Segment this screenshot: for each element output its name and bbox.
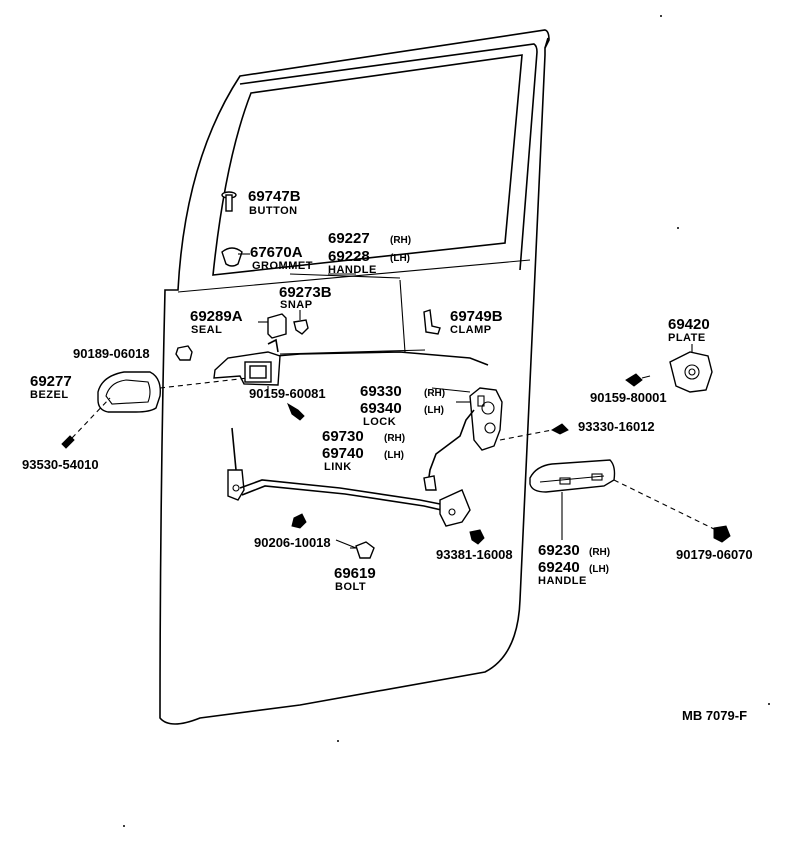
part-number: 69740: [322, 445, 364, 462]
part-number: 69227: [328, 230, 370, 247]
screw-90159-80001: [625, 373, 651, 387]
screw-93530: [61, 397, 111, 449]
part-side: (RH): [424, 388, 445, 399]
striker-plate: [669, 344, 713, 393]
part-number: 69749B: [450, 308, 503, 325]
screw-93381: [469, 529, 485, 545]
inside-handle-assembly: [213, 338, 281, 386]
part-number: 69747B: [248, 188, 301, 205]
button-part: [221, 191, 237, 212]
inside-handle-rod: [227, 273, 489, 366]
part-number: 90159-60081: [249, 386, 326, 401]
part-number: 69420: [668, 316, 710, 333]
part-side: (LH): [424, 405, 444, 416]
part-name: SNAP: [280, 299, 313, 311]
part-number: 67670A: [250, 244, 303, 261]
leader-lines: [238, 253, 471, 549]
link-rod: [227, 427, 471, 527]
part-number: 69289A: [190, 308, 243, 325]
part-number: 93330-16012: [578, 419, 655, 434]
part-number: 69330: [360, 383, 402, 400]
outside-handle: [529, 459, 717, 540]
bezel-part: [97, 371, 249, 413]
part-name: BOLT: [335, 581, 366, 593]
part-number: 69277: [30, 373, 72, 390]
scan-specks: [123, 15, 770, 827]
part-name: CLAMP: [450, 324, 492, 336]
part-side: (LH): [589, 564, 609, 575]
nut-90206: [291, 513, 307, 529]
part-name: SEAL: [191, 324, 222, 336]
part-name: HANDLE: [538, 575, 587, 587]
part-number: 69240: [538, 559, 580, 576]
snap-part: [293, 310, 309, 335]
part-name: HANDLE: [328, 264, 377, 276]
part-number: 90189-06018: [73, 346, 150, 361]
part-name: PLATE: [668, 332, 706, 344]
part-number: 90159-80001: [590, 390, 667, 405]
lock-assembly: [423, 387, 503, 491]
part-number: 93381-16008: [436, 547, 513, 562]
grommet-part: [221, 247, 243, 267]
part-side: (RH): [589, 547, 610, 558]
part-side: (RH): [390, 235, 411, 246]
part-number: 69340: [360, 400, 402, 417]
part-number: 69273B: [279, 284, 332, 301]
part-name: BUTTON: [249, 205, 298, 217]
clip-90179: [713, 525, 731, 543]
part-name: GROMMET: [252, 260, 313, 272]
part-number: 69619: [334, 565, 376, 582]
part-number: 90179-06070: [676, 547, 753, 562]
part-number: 69228: [328, 248, 370, 265]
part-number: 69730: [322, 428, 364, 445]
part-side: (RH): [384, 433, 405, 444]
seal-part: [258, 313, 287, 339]
part-name: BEZEL: [30, 389, 69, 401]
part-name: LINK: [324, 461, 352, 473]
part-side: (LH): [384, 450, 404, 461]
labels: 69747B BUTTON 67670A GROMMET 69227 (RH) …: [22, 188, 753, 723]
part-name: LOCK: [363, 416, 396, 428]
clamp-part: [423, 309, 441, 335]
part-number: 93530-54010: [22, 457, 99, 472]
part-number: 90206-10018: [254, 535, 331, 550]
part-number: 69230: [538, 542, 580, 559]
clip-part: [175, 345, 193, 361]
bolt-part: [350, 541, 375, 559]
screw-90159-60081: [286, 402, 305, 421]
part-side: (LH): [390, 253, 410, 264]
diagram-code: MB 7079-F: [682, 708, 747, 723]
screw-93330: [499, 423, 569, 441]
